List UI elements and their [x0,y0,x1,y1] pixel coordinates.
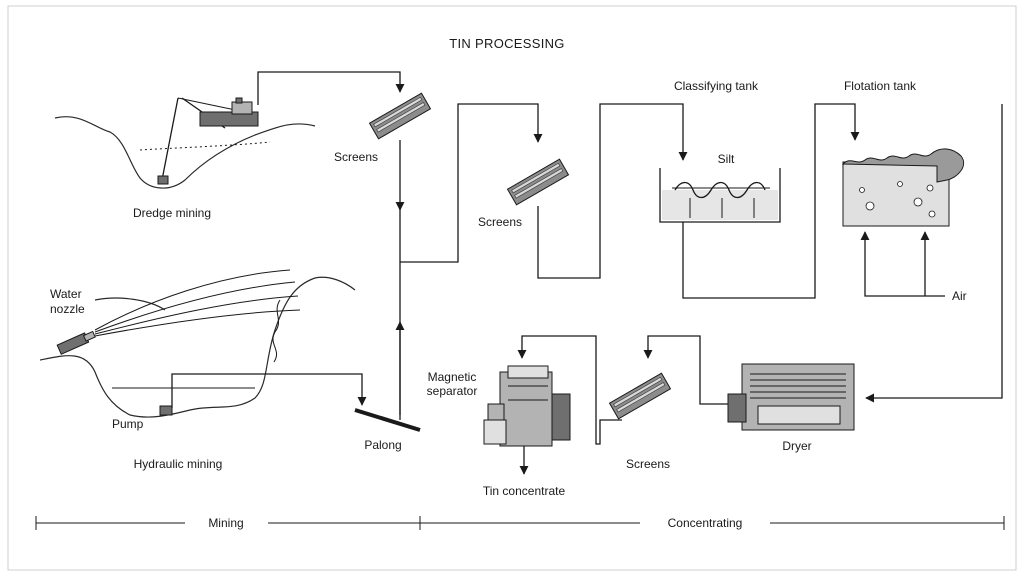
air-label: Air [952,289,967,303]
magnetic-separator-label-2: separator [427,384,478,398]
tin-concentrate-label: Tin concentrate [483,484,566,498]
stage-bar [35,516,1005,530]
palong-sluice [354,408,421,432]
screens-icon-1 [368,92,432,140]
dredge-mining-illustration [54,97,316,189]
magnetic-separator-machine [483,365,571,447]
stage-mining-label: Mining [208,516,243,530]
flow-flotation-to-dryer [865,104,1003,403]
classifying-tank-label: Classifying tank [674,79,759,93]
screens-icon-2 [506,158,570,206]
diagram-frame [7,5,1017,571]
screens-icon-3 [608,372,672,420]
palong-label: Palong [364,438,401,452]
flow-air-inlets [860,231,945,297]
screens-label-3: Screens [626,457,670,471]
flow-screens-3-to-separator [517,335,622,445]
hydraulic-mining-label: Hydraulic mining [134,457,223,471]
silt-label: Silt [718,152,735,166]
flow-pump-to-palong [171,373,367,408]
dryer-label: Dryer [782,439,811,453]
flotation-tank-label: Flotation tank [844,79,917,93]
water-nozzle-label-1: Water [50,287,82,301]
hydraulic-mining-illustration [39,269,356,418]
magnetic-separator-label-1: Magnetic [428,370,477,384]
flow-screens-2-to-classifying-tank [537,103,688,279]
dryer-machine [727,363,855,431]
flotation-tank [841,148,965,227]
screens-label-2: Screens [478,215,522,229]
flow-spine-to-screens-2 [400,103,543,263]
screens-label-1: Screens [334,150,378,164]
dredge-mining-label: Dredge mining [133,206,211,220]
classifying-tank [659,168,781,223]
flow-dredge-to-screens [257,71,405,105]
pump-label: Pump [112,417,144,431]
water-nozzle-label-2: nozzle [50,302,85,316]
flow-classifying-to-flotation [682,103,860,299]
stage-concentrating-label: Concentrating [668,516,743,530]
flow-dryer-to-screens-3 [643,335,728,405]
diagram-title: TIN PROCESSING [449,36,564,51]
